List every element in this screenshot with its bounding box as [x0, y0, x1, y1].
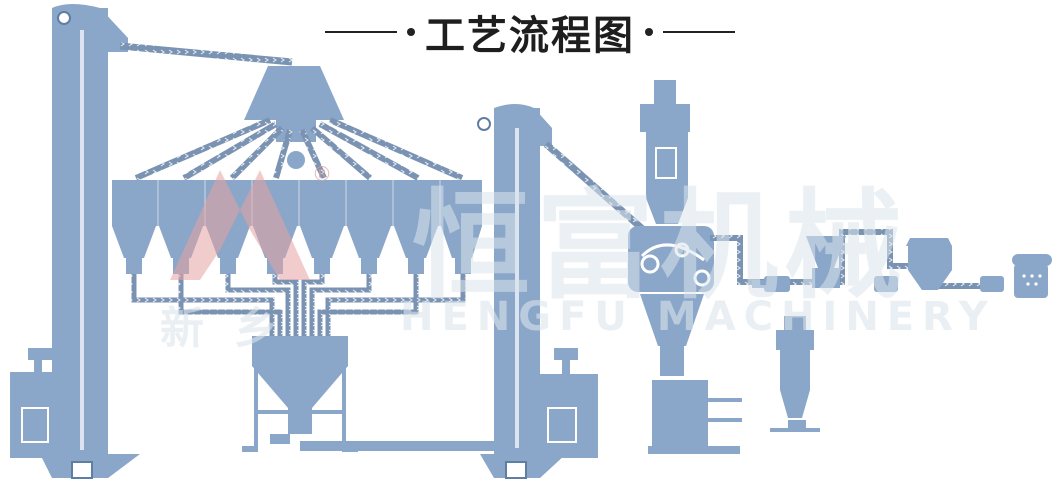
final-vessel — [1012, 254, 1052, 298]
transfer-pump-1 — [752, 276, 790, 292]
title-rule-left — [325, 31, 397, 33]
storage-tank — [906, 238, 952, 290]
diagram-title: 工艺流程图 — [300, 4, 760, 60]
feed-pipe-to-distributor — [119, 42, 293, 66]
small-hopper — [806, 236, 846, 288]
silo-tower — [628, 80, 742, 454]
mixer — [242, 336, 358, 452]
logo-mark — [170, 170, 310, 280]
title-dot-left — [407, 28, 415, 36]
bucket-elevator-middle — [477, 104, 566, 479]
title-text: 工艺流程图 — [425, 13, 635, 59]
watermark-brand-en: HENGFU MACHINERY — [400, 294, 996, 340]
title-rule-right — [663, 31, 735, 33]
vacuum-feeder — [770, 316, 820, 432]
title-dot-right — [645, 28, 653, 36]
dust-collector-middle — [536, 348, 598, 458]
distribution-pipes — [134, 117, 464, 181]
registered-mark: ® — [312, 162, 332, 186]
watermark-brand-cn: 恒富机械 — [412, 177, 909, 315]
transfer-pump-2 — [874, 276, 898, 292]
watermark-brand-prefix: 新乡 — [160, 303, 308, 354]
dust-collector-left — [10, 348, 70, 458]
elevator-to-silo-pipe — [543, 141, 649, 235]
transfer-pump-3 — [980, 276, 1004, 292]
collection-pipes — [131, 274, 466, 336]
